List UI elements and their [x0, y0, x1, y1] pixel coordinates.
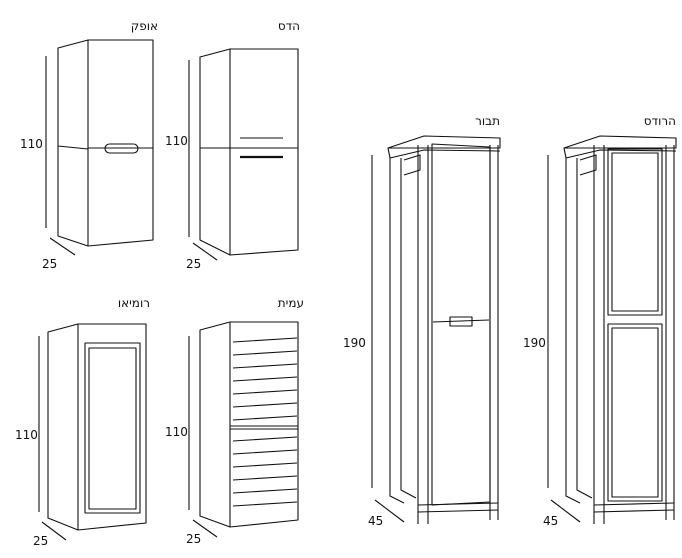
cabinet-herodes-depth: 45 [543, 514, 559, 528]
cabinet-herodes-name: הרודס [643, 114, 676, 128]
cabinet-romeo-door-inner [88, 347, 137, 510]
cabinet-herodes-upper-door-outer [607, 148, 663, 316]
cabinet-herodes-top-edge [563, 147, 677, 159]
cabinet-ofek-height: 110 [20, 137, 43, 151]
cabinet-amit-depth-line [192, 519, 218, 538]
cabinet-herodes-upper-door-inner [611, 152, 659, 312]
cabinet-tavor-depth-line [374, 499, 405, 523]
cabinet-tavor-bottom-rail [417, 502, 499, 506]
cabinet-amit-depth: 25 [186, 532, 202, 546]
cabinet-tavor-handle [449, 316, 473, 327]
cabinet-hadas-drawing [188, 48, 299, 261]
cabinet-ofek-body [57, 39, 154, 247]
cabinet-tavor-door [431, 143, 491, 506]
cabinet-tavor-bottom-rail-2 [417, 509, 499, 513]
cabinet-amit-body [199, 321, 299, 528]
cabinet-tavor-door-split [432, 319, 490, 323]
cabinet-ofek-depth: 25 [42, 257, 58, 271]
cabinet-romeo-body [47, 323, 147, 531]
cabinet-herodes-depth-line [550, 499, 581, 523]
cabinet-herodes-bottom-rail-2 [593, 509, 675, 513]
cabinet-hadas-depth-line [192, 242, 218, 261]
cabinet-hadas-name: הדס [277, 19, 300, 33]
cabinet-tavor-back-left-inner [400, 158, 417, 499]
cabinet-herodes-back-left-inner [576, 158, 593, 499]
cabinet-tavor-top [387, 135, 501, 149]
cabinet-herodes-lower-door-inner [611, 327, 659, 498]
cabinet-herodes-side-rail [579, 154, 597, 176]
cabinet-herodes-back-left [565, 158, 581, 504]
cabinet-tavor-back-left [389, 158, 405, 504]
cabinet-ofek-side-split [57, 145, 89, 150]
cabinet-hadas-depth: 25 [186, 257, 202, 271]
cabinet-tavor-height: 190 [343, 336, 366, 350]
cabinet-amit-name: עמית [277, 296, 304, 310]
cabinet-amit-slats [230, 337, 298, 507]
cabinet-romeo-drawing [38, 323, 147, 541]
cabinet-herodes-top [563, 135, 677, 149]
cabinet-romeo-height: 110 [15, 428, 38, 442]
cabinet-herodes-bottom-rail [593, 502, 675, 506]
cabinet-ofek-drawing [45, 39, 154, 256]
cabinet-amit-height: 110 [165, 425, 188, 439]
cabinet-tavor-side-rail [403, 154, 421, 176]
cabinet-herodes-lower-door-outer [607, 323, 663, 502]
cabinet-romeo-door-outer [84, 342, 141, 514]
cabinet-tavor-depth: 45 [368, 514, 384, 528]
cabinet-ofek-name: אופק [130, 19, 158, 33]
cabinet-ofek-depth-line [49, 237, 76, 256]
cabinet-romeo-name: רומיאו [117, 296, 150, 310]
cabinet-tavor-drawing [371, 135, 501, 524]
cabinet-herodes-height: 190 [523, 336, 546, 350]
cabinet-hadas-body [199, 48, 299, 256]
cabinet-tavor-top-edge [387, 147, 501, 159]
cabinet-romeo-depth-line [41, 521, 67, 541]
cabinet-hadas-height: 110 [165, 134, 188, 148]
cabinet-amit-drawing [188, 321, 299, 538]
cabinet-ofek-handle [104, 143, 139, 154]
cabinet-tavor-name: תבור [475, 114, 500, 128]
cabinet-romeo-depth: 25 [33, 534, 49, 548]
cabinet-herodes-drawing [547, 135, 677, 524]
